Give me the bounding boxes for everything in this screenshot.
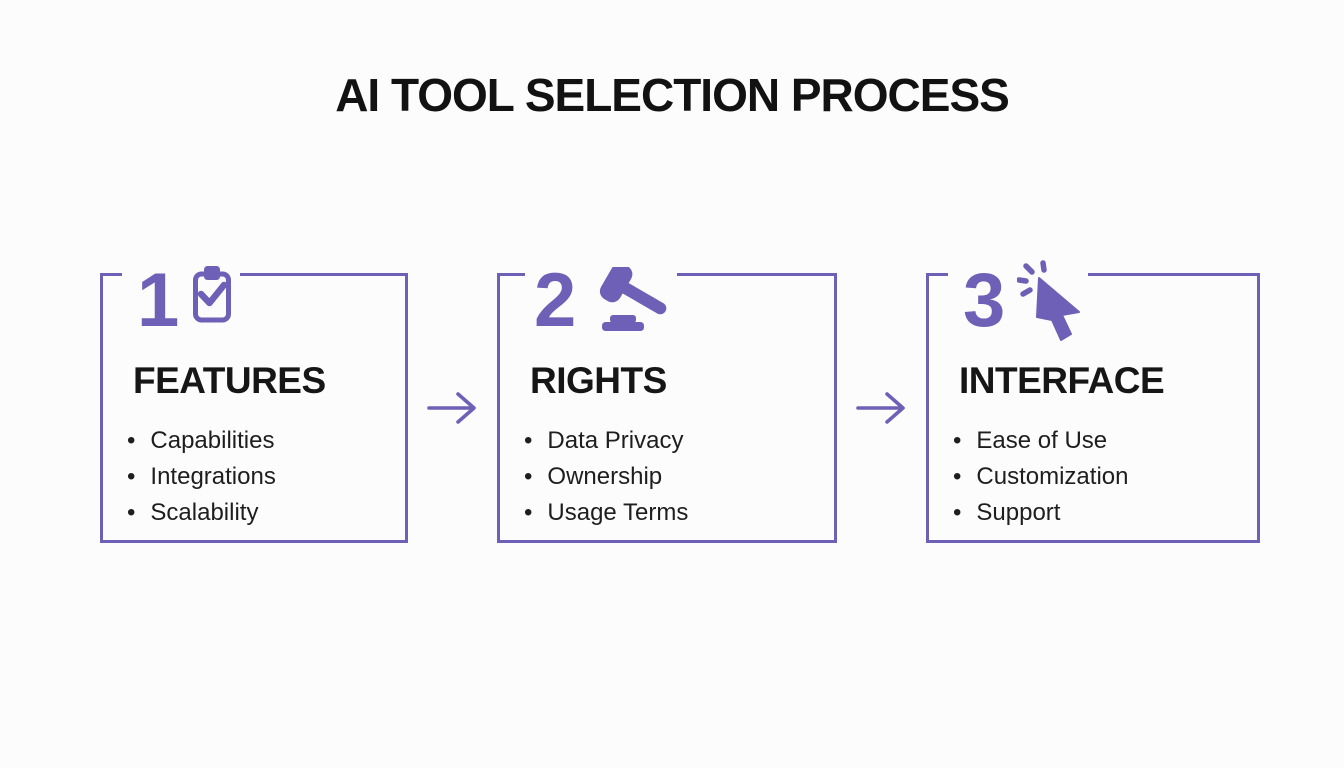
- list-item: Capabilities: [127, 423, 395, 459]
- right-arrow-icon: [855, 388, 909, 428]
- step-title: INTERFACE: [959, 360, 1165, 401]
- process-flow: 1 FEATURES Capabilities Integrations Sca…: [100, 258, 1260, 543]
- border-gap: [525, 270, 677, 282]
- right-arrow-icon: [426, 388, 480, 428]
- list-item: Integrations: [127, 459, 395, 495]
- page-title: AI TOOL SELECTION PROCESS: [335, 69, 1010, 121]
- step-number: 2: [534, 258, 576, 343]
- step-number: 1: [137, 258, 179, 343]
- list-item: Ease of Use: [953, 423, 1247, 459]
- list-item: Scalability: [127, 495, 395, 531]
- step-title: FEATURES: [133, 360, 326, 401]
- list-item: Usage Terms: [524, 495, 824, 531]
- flow-arrow: [408, 273, 497, 543]
- border-gap: [948, 270, 1088, 282]
- flow-arrow: [837, 273, 926, 543]
- step-number: 3: [963, 258, 1005, 343]
- step-box-features: 1 FEATURES Capabilities Integrations Sca…: [100, 258, 408, 543]
- cursor-click-icon: [1017, 260, 1081, 344]
- list-item: Customization: [953, 459, 1247, 495]
- list-item: Ownership: [524, 459, 824, 495]
- step-items: Capabilities Integrations Scalability: [127, 423, 395, 531]
- step-box-interface: 3 INTERFACE Ease of Use Customization Su…: [926, 258, 1260, 543]
- clipboard-check-icon: [189, 265, 235, 325]
- gavel-icon: [598, 267, 682, 335]
- step-box-rights: 2 RIGHTS Data Privacy Ownership Usage Te…: [497, 258, 837, 543]
- list-item: Support: [953, 495, 1247, 531]
- step-title: RIGHTS: [530, 360, 667, 401]
- step-items: Data Privacy Ownership Usage Terms: [524, 423, 824, 531]
- step-items: Ease of Use Customization Support: [953, 423, 1247, 531]
- list-item: Data Privacy: [524, 423, 824, 459]
